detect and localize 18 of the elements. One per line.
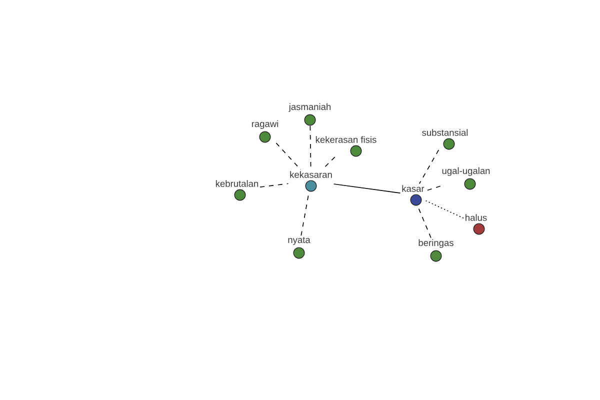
edge-line [276,142,302,170]
node-label: halus [466,214,487,221]
node-label: ragawi [252,120,278,129]
node-label: jasmaniah [288,103,331,112]
node-label: kekasaran [290,171,332,178]
edge-line [333,184,401,194]
node-label: kebrutalan [216,180,258,187]
node-label: kasar [402,185,424,192]
node-label: beringas [418,239,454,248]
edge-line [425,186,441,192]
node-label: kekerasan fisis [316,136,376,143]
edge-line [260,183,289,188]
edge-line [417,206,432,238]
edge-line [425,200,464,219]
node-label: ugal-ugalan [442,167,490,176]
node-label: nyata [288,237,310,245]
edge-line [418,150,440,184]
node-label: substansial [422,129,468,136]
